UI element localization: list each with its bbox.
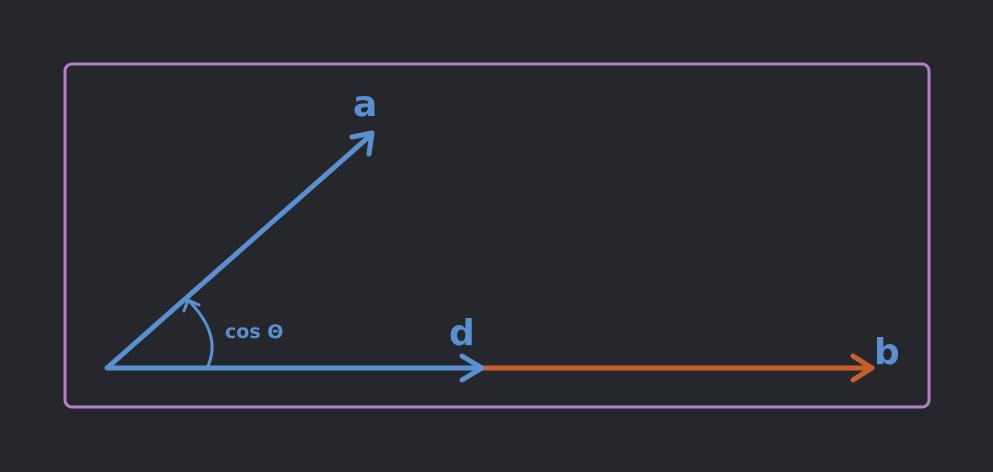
vector-a-arrowhead	[349, 130, 375, 157]
vector-b-arrowhead	[850, 353, 875, 383]
vector-a-label: a	[353, 84, 377, 125]
vector-b-label: b	[874, 332, 900, 373]
vector-d-arrowhead	[459, 353, 485, 383]
angle-label: cos Θ	[225, 321, 283, 343]
angle-arc-arrowhead	[182, 298, 201, 313]
diagram-frame	[63, 62, 931, 409]
vector-a-line	[104, 131, 375, 371]
vector-d-label: d	[449, 313, 475, 354]
angle-arc	[186, 298, 214, 368]
